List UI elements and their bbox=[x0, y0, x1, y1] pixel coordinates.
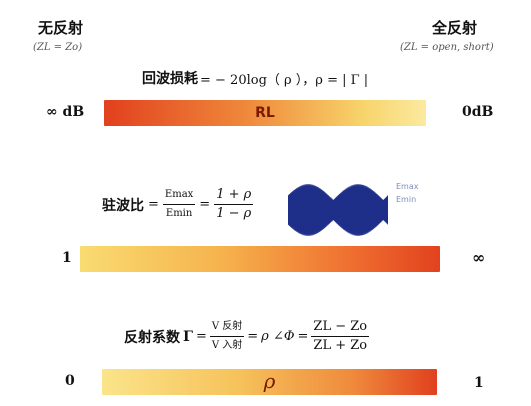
reflection-formula: 反射系数 Γ = V 反射 V 入射 = ρ ∠Φ = ZL − Zo ZL +… bbox=[124, 318, 370, 355]
v-incident: V 入射 bbox=[211, 340, 243, 351]
swr-numerator: 1 + ρ bbox=[214, 186, 254, 205]
no-reflection-title: 无反射 bbox=[38, 19, 84, 37]
v-reflect: V 反射 bbox=[209, 318, 245, 337]
return-loss-label: 回波损耗 bbox=[142, 71, 198, 87]
rl-left-value: ∞ dB bbox=[46, 104, 85, 120]
rl-right-value: 0dB bbox=[462, 104, 494, 120]
rho-bar-label: ρ bbox=[263, 369, 276, 393]
standing-wave-graphic bbox=[288, 183, 388, 237]
swr-emin: Emin bbox=[165, 208, 193, 219]
zl-minus-zo: ZL − Zo bbox=[311, 318, 370, 337]
zl-plus-zo: ZL + Zo bbox=[313, 338, 368, 353]
swr-formula: 驻波比 = Emax Emin = 1 + ρ 1 − ρ bbox=[102, 186, 254, 223]
full-reflection-title: 全反射 bbox=[432, 19, 478, 37]
wave-label-emin: Emin bbox=[396, 195, 417, 204]
no-reflection-subtitle: (ZL = Zo) bbox=[33, 42, 83, 53]
swr-bar bbox=[80, 246, 440, 272]
full-reflection-subtitle: (ZL = open, short) bbox=[400, 42, 494, 53]
swr-right-value: ∞ bbox=[472, 248, 486, 267]
reflection-label: 反射系数 bbox=[124, 329, 180, 346]
swr-left-value: 1 bbox=[62, 250, 72, 266]
return-loss-bar: RL bbox=[104, 100, 426, 126]
swr-rho-fraction: 1 + ρ 1 − ρ bbox=[214, 186, 254, 223]
gamma-symbol: Γ bbox=[183, 328, 193, 345]
swr-emax-emin-fraction: Emax Emin bbox=[162, 186, 196, 223]
wave-label-emax: Emax bbox=[396, 182, 419, 191]
voltage-fraction: V 反射 V 入射 bbox=[209, 318, 245, 355]
impedance-fraction: ZL − Zo ZL + Zo bbox=[311, 318, 370, 355]
standing-wave-trace bbox=[288, 184, 388, 236]
return-loss-formula: 回波损耗 = − 20log（ ρ ），ρ = | Γ | bbox=[142, 68, 368, 88]
reflection-coefficient-bar: ρ bbox=[102, 369, 437, 395]
rl-bar-label: RL bbox=[255, 105, 275, 121]
rho-angle-phi: ρ ∠Φ bbox=[261, 329, 295, 344]
return-loss-equation: = − 20log（ ρ ），ρ = | Γ | bbox=[200, 72, 369, 88]
rho-left-value: 0 bbox=[65, 373, 75, 389]
swr-emax: Emax bbox=[162, 186, 196, 205]
swr-label: 驻波比 bbox=[102, 197, 144, 214]
rho-right-value: 1 bbox=[474, 375, 484, 391]
swr-denominator: 1 − ρ bbox=[216, 206, 252, 221]
